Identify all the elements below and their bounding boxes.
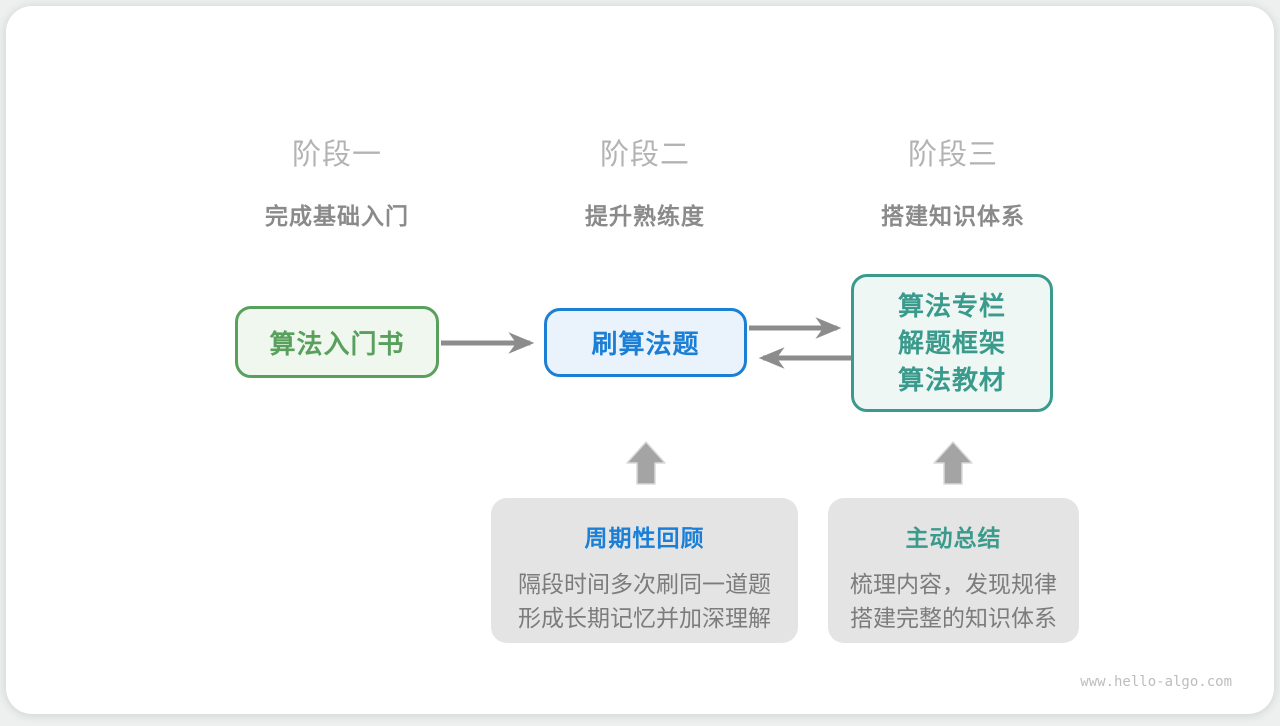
node-practice-problems-label: 刷算法题 [591, 329, 700, 359]
stage-2-subtitle: 提升熟练度 [585, 203, 705, 229]
node-resources-line-1: 算法专栏 [897, 290, 1006, 321]
node-resources: 算法专栏 解题框架 算法教材 [851, 274, 1053, 412]
stage-1-subtitle: 完成基础入门 [265, 203, 409, 229]
stage-1-label: 阶段一 [291, 139, 382, 171]
diagram-card: 阶段一 完成基础入门 阶段二 提升熟练度 阶段三 搭建知识体系 算法入门书 刷算… [6, 6, 1274, 714]
stage-3-label: 阶段三 [907, 139, 998, 171]
note-active-summary-line-1: 梳理内容，发现规律 [850, 571, 1057, 597]
stage-2-header: 阶段二 提升熟练度 [485, 131, 805, 231]
node-resources-line-3: 算法教材 [897, 364, 1006, 395]
note-active-summary-line-2: 搭建完整的知识体系 [850, 605, 1057, 631]
note-periodic-review-line-1: 隔段时间多次刷同一道题 [518, 571, 771, 597]
note-active-summary-body: 梳理内容，发现规律 搭建完整的知识体系 [828, 567, 1079, 635]
node-practice-problems: 刷算法题 [544, 308, 747, 377]
stage-3-subtitle: 搭建知识体系 [881, 203, 1025, 229]
note-active-summary: 主动总结 梳理内容，发现规律 搭建完整的知识体系 [828, 498, 1079, 643]
note-periodic-review-line-2: 形成长期记忆并加深理解 [518, 605, 771, 631]
note-periodic-review-body: 隔段时间多次刷同一道题 形成长期记忆并加深理解 [491, 567, 798, 635]
stage-3-header: 阶段三 搭建知识体系 [793, 131, 1113, 231]
note-periodic-review: 周期性回顾 隔段时间多次刷同一道题 形成长期记忆并加深理解 [491, 498, 798, 643]
node-intro-book-label: 算法入门书 [269, 328, 405, 359]
stage-2-label: 阶段二 [599, 139, 690, 171]
node-resources-line-2: 解题框架 [897, 327, 1006, 358]
watermark: www.hello-algo.com [1080, 674, 1232, 690]
node-intro-book: 算法入门书 [235, 306, 439, 378]
note-active-summary-title: 主动总结 [905, 525, 1002, 551]
note-periodic-review-title: 周期性回顾 [584, 525, 705, 551]
up-arrow-review [626, 441, 666, 485]
stage-1-header: 阶段一 完成基础入门 [177, 131, 497, 231]
up-arrow-summary [933, 441, 973, 485]
